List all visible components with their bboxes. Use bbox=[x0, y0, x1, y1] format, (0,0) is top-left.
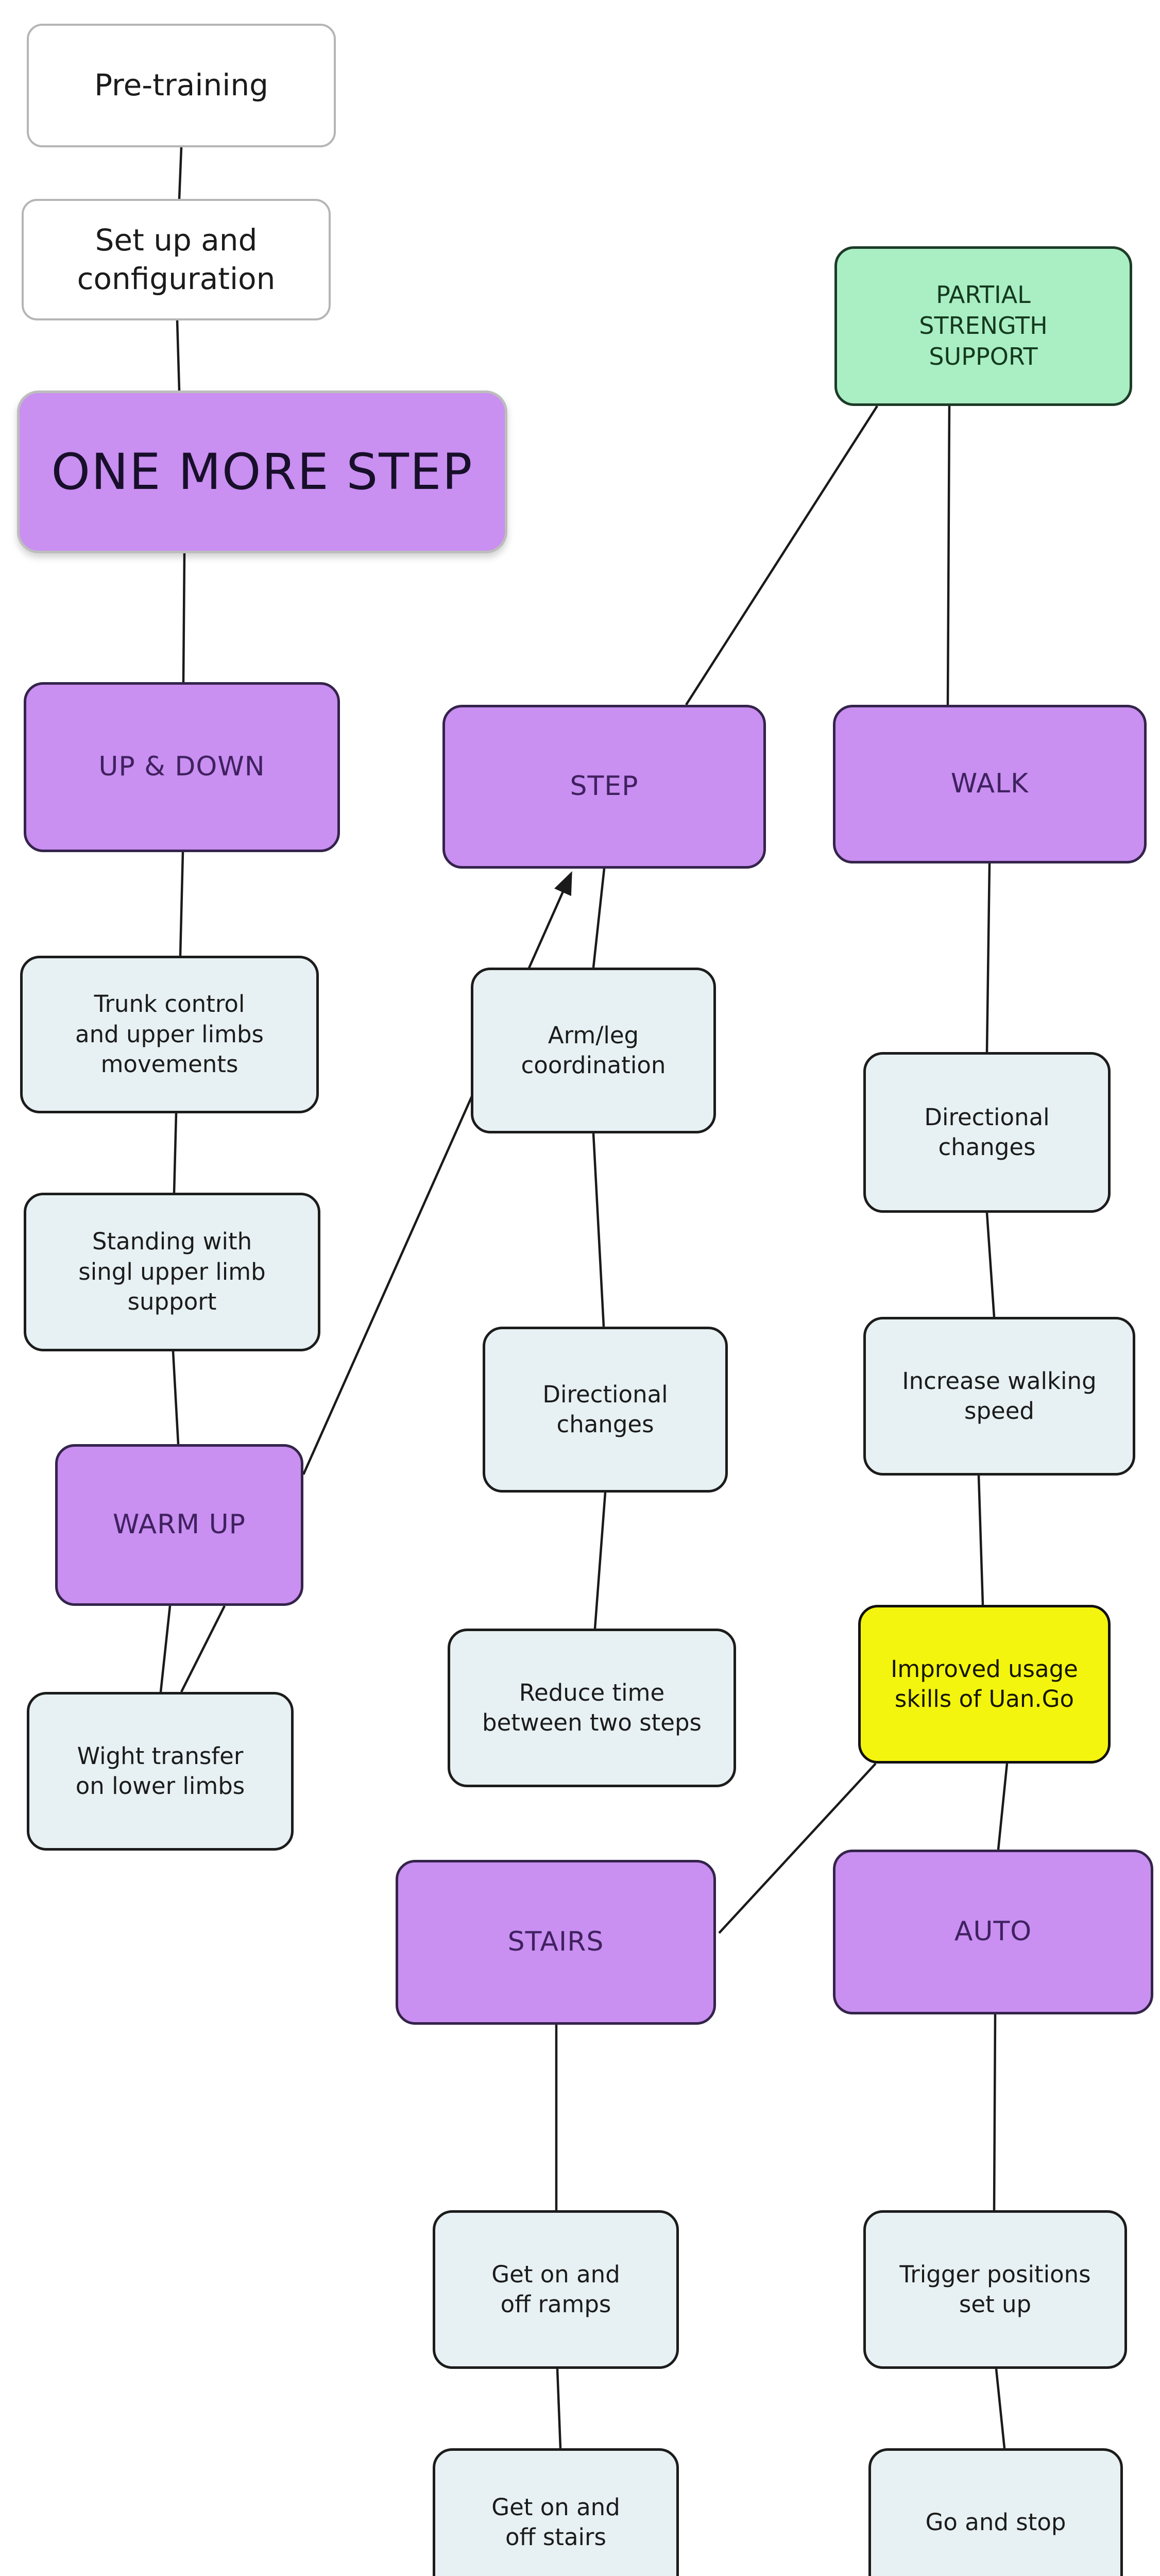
node-label: UP & DOWN bbox=[98, 751, 265, 783]
node-label: Wight transfer on lower limbs bbox=[75, 1742, 245, 1800]
edge-increase-improved bbox=[977, 1475, 984, 1605]
edge-ramps-stairsonoff bbox=[556, 2368, 562, 2449]
node-trunk-control: Trunk control and upper limbs movements bbox=[20, 956, 319, 1113]
node-standing-single-upper-limb: Standing with singl upper limb support bbox=[24, 1193, 320, 1351]
node-auto: AUTO bbox=[833, 1850, 1153, 2014]
edge-onemorestep-updown bbox=[182, 553, 186, 683]
node-label: Increase walking speed bbox=[902, 1367, 1097, 1425]
node-label: Set up and configuration bbox=[77, 222, 276, 296]
node-label: AUTO bbox=[954, 1916, 1032, 1947]
node-label: Directional changes bbox=[542, 1380, 668, 1438]
edge-updown-trunk bbox=[179, 852, 184, 956]
node-up-and-down: UP & DOWN bbox=[24, 682, 340, 852]
node-get-on-off-stairs: Get on and off stairs bbox=[433, 2448, 679, 2576]
node-increase-walking-speed: Increase walking speed bbox=[863, 1317, 1135, 1476]
node-label: Standing with singl upper limb support bbox=[78, 1228, 266, 1316]
node-arm-leg-coordination: Arm/leg coordination bbox=[471, 968, 716, 1133]
node-label: Trunk control and upper limbs movements bbox=[75, 990, 264, 1078]
node-partial-strength-support: PARTIAL STRENGTH SUPPORT bbox=[834, 246, 1132, 406]
edge-standing-warmup bbox=[172, 1351, 180, 1445]
node-label: PARTIAL STRENGTH SUPPORT bbox=[919, 281, 1048, 370]
node-label: Go and stop bbox=[925, 2508, 1066, 2536]
node-directional-changes-walk: Directional changes bbox=[863, 1052, 1111, 1213]
edge-improved-auto bbox=[997, 1763, 1009, 1850]
edge-warmup-wight-b bbox=[180, 1605, 226, 1693]
edge-improved-stairs bbox=[718, 1762, 877, 1934]
node-label: Pre-training bbox=[94, 67, 268, 103]
node-label: Reduce time between two steps bbox=[482, 1679, 702, 1737]
edge-trigger-goandstop bbox=[995, 2368, 1006, 2449]
edge-armleg-dirmid bbox=[592, 1133, 605, 1327]
edge-dirright-increase bbox=[985, 1212, 996, 1317]
node-label: STEP bbox=[570, 771, 639, 802]
node-directional-changes-step: Directional changes bbox=[483, 1327, 728, 1493]
node-weight-transfer: Wight transfer on lower limbs bbox=[27, 1692, 294, 1851]
edge-auto-trigger bbox=[993, 2014, 997, 2211]
node-step: STEP bbox=[442, 705, 766, 869]
node-warm-up: WARM UP bbox=[55, 1444, 303, 1606]
edge-setup-onemorestep bbox=[176, 320, 181, 391]
node-go-and-stop: Go and stop bbox=[868, 2448, 1123, 2576]
edge-pretraining-setup bbox=[178, 147, 183, 199]
node-label: Get on and off stairs bbox=[491, 2493, 620, 2551]
edge-walk-dirright bbox=[985, 863, 991, 1053]
node-label: Arm/leg coordination bbox=[521, 1021, 666, 1079]
node-label: ONE MORE STEP bbox=[51, 443, 473, 501]
node-label: WALK bbox=[950, 768, 1029, 800]
edge-trunk-standing bbox=[173, 1113, 178, 1193]
node-get-on-off-ramps: Get on and off ramps bbox=[433, 2210, 679, 2369]
node-trigger-positions-setup: Trigger positions set up bbox=[863, 2210, 1127, 2369]
edge-partial-walk bbox=[946, 405, 951, 705]
node-pre-training: Pre-training bbox=[27, 24, 336, 147]
node-label: Trigger positions set up bbox=[899, 2260, 1091, 2318]
node-stairs: STAIRS bbox=[396, 1860, 716, 2025]
node-label: Improved usage skills of Uan.Go bbox=[891, 1655, 1078, 1713]
node-one-more-step: ONE MORE STEP bbox=[17, 391, 507, 553]
node-label: STAIRS bbox=[507, 1926, 604, 1958]
node-reduce-time-between-steps: Reduce time between two steps bbox=[448, 1629, 736, 1787]
edge-partial-step bbox=[685, 405, 878, 706]
node-label: Directional changes bbox=[924, 1103, 1050, 1161]
edge-step-armleg bbox=[592, 868, 606, 968]
edge-warmup-wight-a bbox=[159, 1605, 172, 1692]
node-setup-configuration: Set up and configuration bbox=[22, 199, 331, 320]
node-walk: WALK bbox=[833, 705, 1147, 863]
node-improved-usage-skills: Improved usage skills of Uan.Go bbox=[858, 1605, 1111, 1764]
node-label: WARM UP bbox=[112, 1509, 246, 1540]
edge-dirmid-reducetime bbox=[593, 1492, 607, 1629]
node-label: Get on and off ramps bbox=[491, 2260, 620, 2318]
